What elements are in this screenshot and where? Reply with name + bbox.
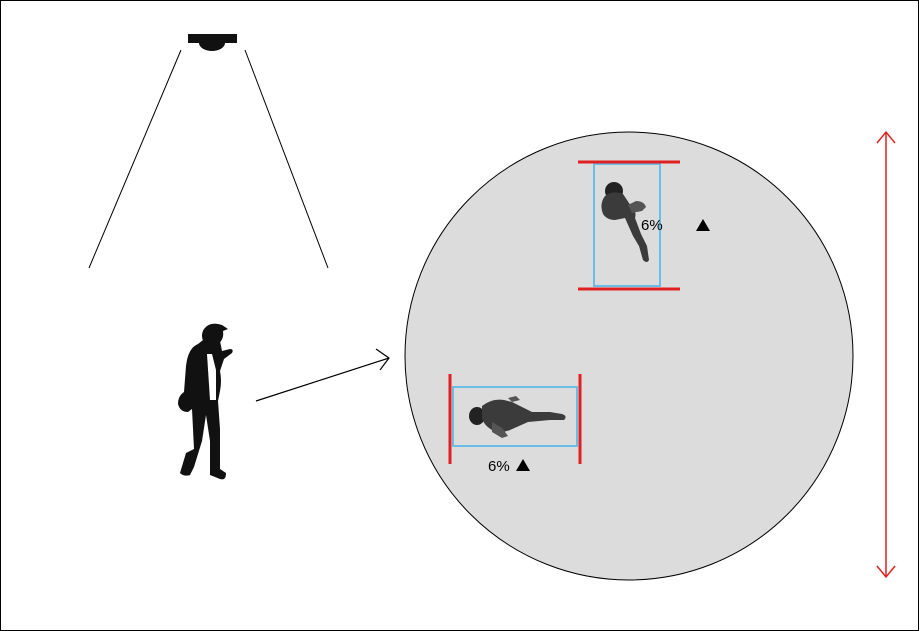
percentage-label-top: 6% [641,217,663,234]
bounding-box-top [593,163,661,287]
view-pointer-arrow [255,348,390,402]
fisheye-view-circle [404,131,854,581]
percentage-label-left: 6% [488,458,510,475]
person-walking-icon [178,323,233,480]
ceiling-camera-icon [188,34,237,51]
triangle-up-icon [696,219,710,231]
overhead-person-left [448,374,582,464]
person-overhead-icon [469,396,566,438]
fov-line-right [244,49,329,269]
vertical-double-arrow-icon [876,130,896,579]
triangle-up-icon [516,459,530,471]
person-overhead-icon [601,182,649,262]
bounding-box-left [452,386,578,447]
overhead-person-top [578,160,680,291]
fov-line-left [88,49,182,269]
